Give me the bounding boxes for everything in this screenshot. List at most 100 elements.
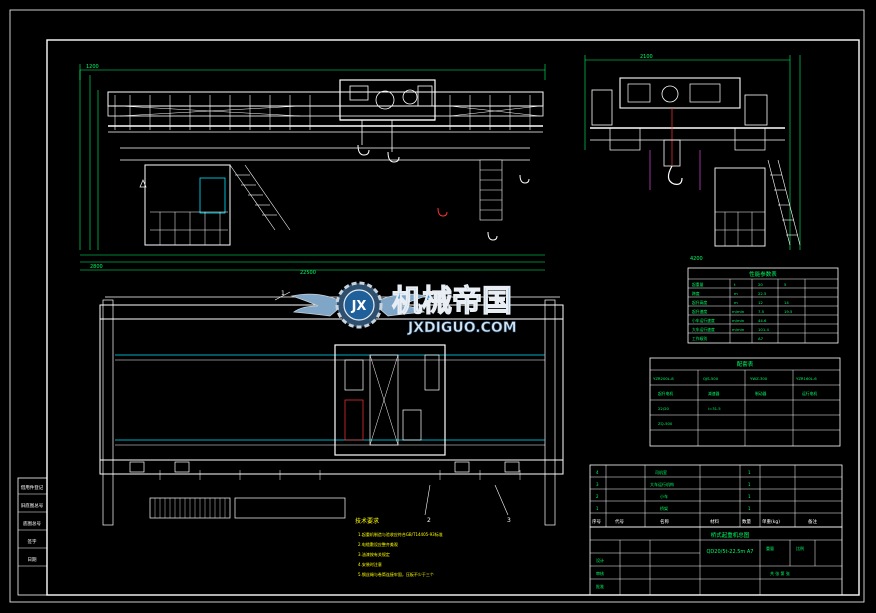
t1-cell: 22.5 — [758, 291, 767, 296]
dim-span: 22500 — [300, 270, 316, 276]
parts-header: 单重(kg) — [762, 518, 780, 525]
t2-cell: 运行电机 — [802, 391, 817, 396]
t1-cell: 小车运行速度 — [692, 318, 715, 323]
parts-cell: 1 — [748, 506, 751, 511]
watermark: JX 机械帝国 JXDIGUO.COM — [290, 281, 517, 336]
front-elevation-view: 1200 — [79, 64, 546, 276]
designer-label: 设计 — [596, 557, 604, 563]
parts-cell: 2 — [596, 494, 599, 499]
parts-list: 4 司机室 1 3 大车运行机构 1 2 小车 1 1 桥架 1 序号 代号 名… — [589, 464, 843, 528]
t2-cell: YWZ-300 — [750, 376, 768, 381]
t1-cell: 12 — [758, 300, 763, 305]
inner-border — [46, 39, 860, 596]
left-strip-label: 借用件登记 — [21, 484, 44, 491]
wing-left-icon — [290, 293, 346, 317]
t1-cell: 14 — [784, 300, 789, 305]
parts-header: 序号 — [592, 518, 601, 525]
t1-cell: 跨度 — [692, 291, 700, 296]
parts-header: 代号 — [615, 518, 624, 525]
tech-req-item: 3.油漆按有关规定 — [358, 551, 390, 557]
parts-header: 备注 — [808, 518, 817, 525]
t1-cell: 起升高度 — [692, 300, 707, 305]
parts-header: 名称 — [660, 518, 669, 525]
t1-cell: m/min — [732, 318, 745, 323]
t1-cell: A7 — [758, 336, 764, 341]
technical-requirements: 技术要求 1.起重机制造与验收应符合GB/T14405-93标准 2.电缆敷设应… — [355, 517, 443, 577]
title-block: 桥式起重机总图 QD20/5t-22.5m A7 比例 重量 共 张 第 张 设… — [589, 526, 843, 596]
t2-cell: 减速器 — [708, 391, 720, 396]
tech-req-title: 技术要求 — [355, 517, 379, 525]
left-strip-label: 旧底图总号 — [21, 502, 44, 509]
wing-right-icon — [372, 293, 428, 317]
parts-cell: 1 — [748, 482, 751, 487]
parts-cell: 桥架 — [660, 505, 668, 511]
t2-cell: YZR160L-6 — [796, 376, 817, 381]
t2-cell: ZQ-500 — [658, 421, 673, 426]
parts-cell: 1 — [596, 506, 599, 511]
t1-cell: 7.5 — [758, 309, 765, 314]
t1-cell: m/min — [732, 327, 745, 332]
t2-cell: QJS-500 — [703, 376, 719, 381]
t2-cell: YZR200L-8 — [653, 376, 674, 381]
tech-req-item: 1.起重机制造与验收应符合GB/T14405-93标准 — [358, 531, 443, 537]
tech-req-item: 4.安装时注意 — [358, 561, 382, 567]
t1-cell: 19.5 — [784, 309, 793, 314]
logo-letters: JX — [351, 299, 367, 314]
left-strip-label: 底图总号 — [23, 520, 41, 527]
parts-header: 材料 — [710, 518, 719, 525]
t1-cell: 20 — [758, 282, 763, 287]
t1-cell: 工作级别 — [692, 336, 707, 341]
sheet-label: 共 张 第 张 — [770, 570, 790, 576]
t2-cell: 制动器 — [755, 391, 767, 396]
t1-cell: 44.6 — [758, 318, 767, 323]
t2-cell: 22/20 — [658, 406, 670, 411]
table1-title: 性能参数表 — [749, 270, 777, 278]
dim-right-2: 4200 — [690, 256, 703, 262]
t1-cell: m — [734, 300, 738, 305]
parts-cell: 1 — [748, 470, 751, 475]
balloon: 3 — [507, 517, 511, 524]
drawing-model: QD20/5t-22.5m A7 — [707, 549, 754, 555]
t1-cell: 101.4 — [758, 327, 769, 332]
t2-cell: 起升电机 — [658, 391, 673, 396]
left-binding-strip: 借用件登记 旧底图总号 底图总号 签字 日期 — [17, 477, 48, 596]
left-strip-label: 日期 — [28, 557, 37, 563]
drawing-name: 桥式起重机总图 — [711, 531, 750, 539]
dim-bottom-left: 2800 — [90, 264, 103, 270]
watermark-url: JXDIGUO.COM — [407, 320, 517, 336]
configuration-table: 配套表 YZR200L-8 QJS-500 YWZ-300 YZR160L-6 … — [649, 357, 841, 447]
t1-cell: 5 — [784, 282, 787, 287]
balloon: 1 — [281, 290, 285, 297]
side-elevation-view: 2100 4200 — [584, 54, 801, 262]
t1-cell: 起升速度 — [692, 309, 707, 314]
t1-cell: 起重量 — [692, 282, 704, 287]
parts-cell: 4 — [596, 470, 599, 475]
plan-view: 1 2 3 — [99, 290, 564, 526]
weight-label: 重量 — [766, 545, 774, 551]
tech-req-item: 5.钢丝绳与卷筒连接牢固，压板不少于三个 — [358, 571, 434, 577]
parts-cell: 1 — [748, 494, 751, 499]
parts-cell: 司机室 — [655, 469, 667, 475]
parts-cell: 大车运行机构 — [650, 481, 674, 487]
parts-header: 数量 — [742, 518, 751, 525]
t1-cell: t — [734, 282, 736, 287]
parts-cell: 小车 — [660, 493, 668, 499]
t1-cell: m — [734, 291, 738, 296]
balloon: 2 — [427, 517, 431, 524]
checker-label: 审核 — [596, 570, 604, 576]
watermark-title: 机械帝国 — [392, 284, 512, 319]
performance-table: 性能参数表 起重量 t 20 5 跨度 m 22.5 起升高度 m 12 — [687, 267, 839, 344]
t2-cell: i=31.5 — [708, 406, 721, 411]
scale-label: 比例 — [796, 545, 804, 551]
tech-req-item: 2.电缆敷设应整齐美观 — [358, 541, 398, 547]
parts-cell: 3 — [596, 482, 599, 487]
left-strip-label: 签字 — [28, 538, 37, 545]
t1-cell: 大车运行速度 — [692, 327, 715, 332]
t1-cell: m/min — [732, 309, 745, 314]
dim-right-1: 2100 — [640, 54, 653, 60]
dim-top-left: 1200 — [86, 64, 99, 70]
table2-title: 配套表 — [737, 360, 754, 368]
approver-label: 批准 — [596, 583, 604, 589]
outer-border — [9, 9, 865, 603]
